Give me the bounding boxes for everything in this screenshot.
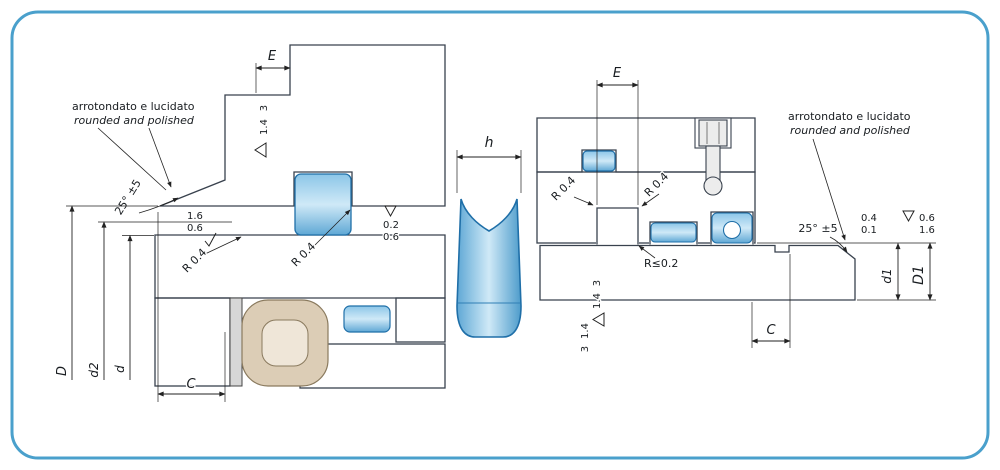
- left-groove-roughness-top: 0.2: [383, 220, 399, 231]
- left-d-label: d: [113, 365, 127, 373]
- left-flank-roughness-icon: [254, 142, 267, 158]
- chamfer-roughness-top: 0.6: [919, 213, 935, 224]
- rod-roughness-bottom: 0.1: [861, 225, 877, 236]
- left-bore-roughness-bottom: 0.6: [187, 223, 203, 234]
- right-note-leader: [812, 138, 846, 241]
- left-c-label: C: [186, 377, 196, 392]
- right-note-english: rounded and polished: [790, 124, 911, 137]
- right-flank2-bottom: 3: [580, 346, 591, 352]
- chamfer-roughness-icon: [902, 210, 915, 223]
- left-installed-seal: [294, 173, 352, 236]
- wiper-groove-outline: [710, 211, 754, 245]
- right-flank-roughness-icon: [592, 312, 605, 327]
- right-radius2-leader: [641, 193, 660, 207]
- bolt-head: [698, 119, 728, 147]
- right-note-italian: arrotondato e lucidato: [788, 110, 911, 123]
- left-radius2-leader: [311, 209, 351, 249]
- left-e-label: E: [268, 49, 277, 64]
- right-angle-label: 25° ±5: [798, 222, 837, 235]
- piston-rod: [539, 244, 856, 301]
- bolt-tip: [703, 176, 723, 196]
- left-flank-roughness-bottom: 1.4: [259, 119, 270, 135]
- left-spacer-part: [229, 297, 243, 387]
- right-radius-small-label: R≤0.2: [644, 257, 678, 270]
- right-radius1-leader: [573, 196, 594, 206]
- right-radius-small-leader: [638, 245, 656, 259]
- chamfer-roughness-bottom: 1.6: [919, 225, 935, 236]
- buffer-groove-outline: [649, 221, 698, 245]
- right-c-label: C: [766, 323, 776, 338]
- d1-label: d1: [880, 268, 894, 283]
- left-bore-roughness-icon: [204, 232, 217, 247]
- left-groove-roughness-icon: [384, 205, 397, 218]
- rod-seal-groove-outline: [596, 207, 639, 245]
- D1-label: D1: [911, 265, 927, 285]
- left-flank-roughness-top: 3: [259, 105, 270, 111]
- h-label: h: [485, 135, 494, 151]
- left-radius1-leader: [204, 236, 242, 255]
- left-note-leader-1: [148, 127, 172, 188]
- seal-profile: h: [456, 134, 522, 338]
- left-D-label: D: [55, 366, 70, 376]
- auxiliary-seal: [343, 305, 391, 333]
- left-right-block: [395, 297, 446, 343]
- bearing-roller-core: [261, 319, 309, 367]
- buffer-seal: [650, 222, 697, 243]
- rod-roughness-top: 0.4: [861, 213, 877, 224]
- left-note-leader-2: [97, 127, 167, 191]
- left-note-italian: arrotondato e lucidato: [72, 100, 195, 113]
- rod-seal-groove-cavity: [596, 207, 639, 245]
- left-groove-roughness-bottom: 0.6: [383, 232, 399, 243]
- right-flank2-top: 1.4: [580, 323, 591, 339]
- right-flank1-top: 3: [592, 280, 603, 286]
- left-d2-label: d2: [87, 362, 101, 377]
- left-bore-roughness-top: 1.6: [187, 211, 203, 222]
- wiper-spring: [722, 220, 742, 240]
- right-e-label: E: [613, 66, 622, 81]
- left-note-english: rounded and polished: [74, 114, 195, 127]
- static-seal: [582, 150, 616, 172]
- left-angle-leader: [138, 197, 179, 214]
- right-flank1-bottom: 1.4: [592, 293, 603, 309]
